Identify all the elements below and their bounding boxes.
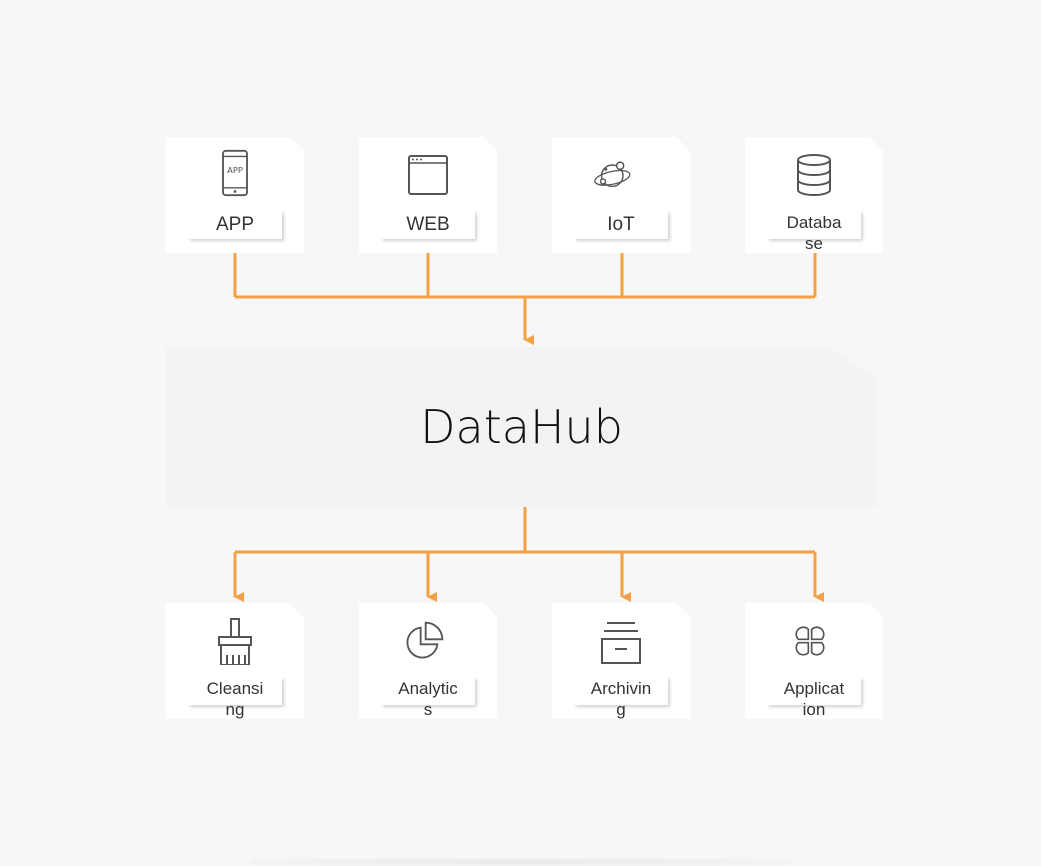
mobile-app-icon: APP bbox=[222, 149, 248, 197]
browser-window-icon bbox=[408, 155, 448, 195]
brush-icon bbox=[218, 618, 252, 665]
target-label-application: Application bbox=[767, 677, 861, 719]
target-label-archiving: Archiving bbox=[574, 677, 668, 719]
source-label-database: Database bbox=[767, 211, 861, 253]
source-card-database: Database bbox=[745, 137, 883, 253]
bottom-edge-shadow bbox=[250, 858, 790, 866]
iot-globe-icon bbox=[594, 161, 631, 188]
source-card-iot: IoT bbox=[552, 137, 690, 253]
target-label-cleansing: Cleansing bbox=[188, 677, 282, 719]
target-card-cleansing: Cleansing bbox=[166, 603, 304, 719]
target-label-analytics: Analytics bbox=[381, 677, 475, 719]
target-card-archiving: Archiving bbox=[552, 603, 690, 719]
target-card-application: Application bbox=[745, 603, 883, 719]
archive-box-icon bbox=[601, 622, 641, 664]
target-card-analytics: Analytics bbox=[359, 603, 497, 719]
clover-apps-icon bbox=[795, 626, 825, 656]
database-icon bbox=[797, 154, 831, 196]
source-label-iot: IoT bbox=[574, 211, 668, 239]
source-card-app: APP APP bbox=[166, 137, 304, 253]
datahub-box bbox=[166, 347, 877, 507]
source-card-web: WEB bbox=[359, 137, 497, 253]
datahub-title: DataHub bbox=[420, 400, 623, 454]
svg-text:APP: APP bbox=[227, 165, 243, 175]
source-label-web: WEB bbox=[381, 211, 475, 239]
source-label-app: APP bbox=[188, 211, 282, 239]
pie-chart-icon bbox=[406, 621, 444, 659]
